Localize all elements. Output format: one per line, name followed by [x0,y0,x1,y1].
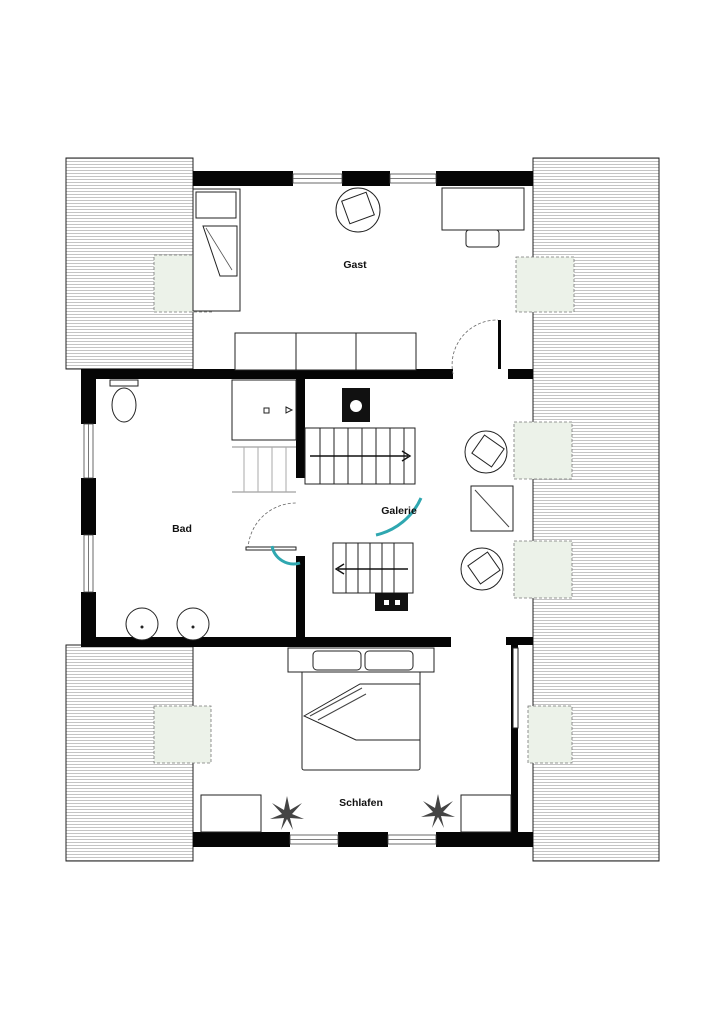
toilet-icon [109,379,139,423]
railing [232,446,296,493]
plant-icon [270,796,304,830]
nightstand-right [460,794,512,833]
plant-icon [421,794,455,828]
skylight-schlafen-left [153,705,212,764]
room-label-bad: Bad [172,523,192,535]
armchair-icon [460,547,504,591]
skylight-schlafen-right [527,705,573,764]
walls [81,171,533,847]
galerie-furniture [270,388,514,611]
galerie-accent-arc [375,497,423,537]
desk-chair [465,229,500,248]
skylights [153,254,575,764]
skylight-galerie-lower [513,540,573,599]
room-label-galerie: Galerie [381,505,417,517]
room-label-gast: Gast [343,259,367,271]
bad-furniture [109,379,297,641]
gast-furniture [192,187,525,371]
nightstand-left [200,794,262,833]
schlafen-furniture [200,647,512,833]
skylight-gast-right [515,256,575,313]
armchair-icon [335,187,381,233]
armchair-icon [464,430,508,474]
room-label-schlafen: Schlafen [339,797,383,809]
washbasin-icon [176,607,210,641]
galerie-accent-arc-door [270,545,301,566]
stair-upper [304,427,416,485]
desk [441,187,525,231]
stair-lower [332,542,414,594]
skylight-galerie-upper [513,421,573,480]
dresser [234,332,417,371]
washbasin-icon [125,607,159,641]
windows [83,173,437,845]
